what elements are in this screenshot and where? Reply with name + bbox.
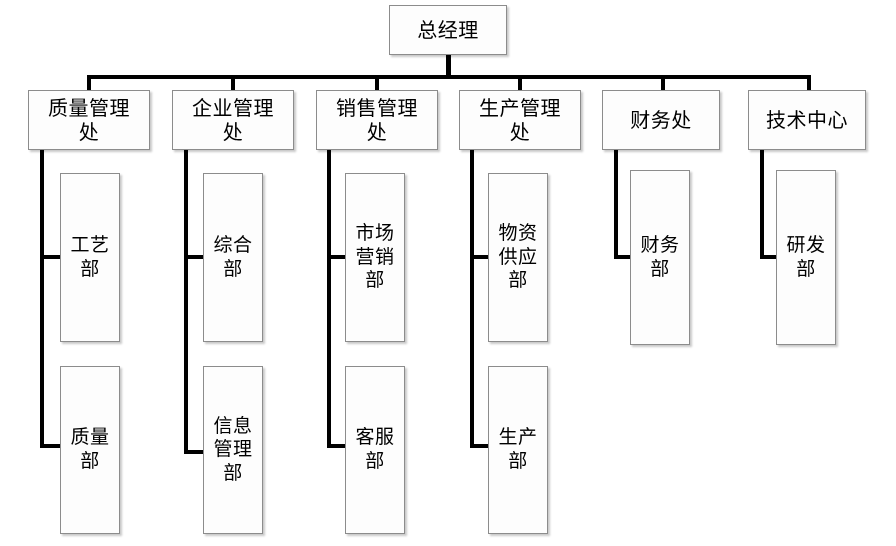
node-process-department[interactable]: 工艺 部 <box>60 173 120 342</box>
node-label: 企业管理 处 <box>192 95 274 144</box>
connector-spine-division-6 <box>760 150 764 259</box>
node-label: 质量 部 <box>70 426 110 472</box>
connector-stub-finance-department <box>614 255 636 259</box>
connector-stub-research-development-department <box>760 255 782 259</box>
connector-spine-division-4 <box>470 150 474 448</box>
node-label: 销售管理 处 <box>336 95 418 144</box>
node-production-management-division[interactable]: 生产管理 处 <box>459 90 581 150</box>
connector-drop-division-3 <box>375 75 379 91</box>
node-label: 市场 营销 部 <box>355 222 395 292</box>
connector-spine-division-2 <box>184 150 188 454</box>
node-label: 信息 管理 部 <box>213 414 253 484</box>
connector-stub-production-department <box>470 444 492 448</box>
node-general-affairs-department[interactable]: 综合 部 <box>203 173 263 342</box>
node-material-supply-department[interactable]: 物资 供应 部 <box>488 173 548 342</box>
node-label: 生产管理 处 <box>479 95 561 144</box>
connector-drop-division-4 <box>518 75 522 91</box>
node-technology-center[interactable]: 技术中心 <box>748 90 866 150</box>
connector-stub-customer-service-department <box>327 444 349 448</box>
connector-stub-information-management-department <box>184 450 206 454</box>
connector-drop-division-2 <box>231 75 235 91</box>
node-label: 技术中心 <box>766 107 848 132</box>
node-label: 质量管理 处 <box>48 95 130 144</box>
node-marketing-department[interactable]: 市场 营销 部 <box>345 173 405 342</box>
node-label: 财务处 <box>630 107 692 132</box>
node-finance-department[interactable]: 财务 部 <box>630 170 690 345</box>
connector-stub-material-supply-department <box>470 255 492 259</box>
node-general-manager[interactable]: 总经理 <box>389 5 507 55</box>
node-label: 物资 供应 部 <box>498 222 538 292</box>
connector-stub-marketing-department <box>327 255 349 259</box>
node-label: 生产 部 <box>498 426 538 472</box>
node-quality-management-division[interactable]: 质量管理 处 <box>28 90 150 150</box>
connector-stub-general-affairs-department <box>184 255 206 259</box>
node-customer-service-department[interactable]: 客服 部 <box>345 366 405 534</box>
connector-stub-quality-department <box>40 444 62 448</box>
node-label: 研发 部 <box>786 233 826 280</box>
node-label: 财务 部 <box>640 233 680 280</box>
connector-spine-division-1 <box>40 150 44 448</box>
node-label: 工艺 部 <box>70 233 110 280</box>
node-sales-management-division[interactable]: 销售管理 处 <box>316 90 438 150</box>
node-label: 综合 部 <box>213 233 253 280</box>
connector-drop-division-6 <box>807 75 811 91</box>
connector-spine-division-3 <box>327 150 331 448</box>
connector-main-bus <box>87 75 811 79</box>
node-production-department[interactable]: 生产 部 <box>488 366 548 534</box>
node-quality-department[interactable]: 质量 部 <box>60 366 120 534</box>
node-information-management-department[interactable]: 信息 管理 部 <box>203 366 263 534</box>
connector-root-stem <box>446 55 451 79</box>
node-enterprise-management-division[interactable]: 企业管理 处 <box>172 90 294 150</box>
connector-stub-process-department <box>40 255 62 259</box>
connector-drop-division-5 <box>661 75 665 91</box>
node-label: 总经理 <box>417 17 479 42</box>
node-research-development-department[interactable]: 研发 部 <box>776 170 836 345</box>
connector-drop-division-1 <box>87 75 91 91</box>
connector-spine-division-5 <box>614 150 618 259</box>
node-label: 客服 部 <box>355 426 395 472</box>
node-finance-division[interactable]: 财务处 <box>602 90 720 150</box>
